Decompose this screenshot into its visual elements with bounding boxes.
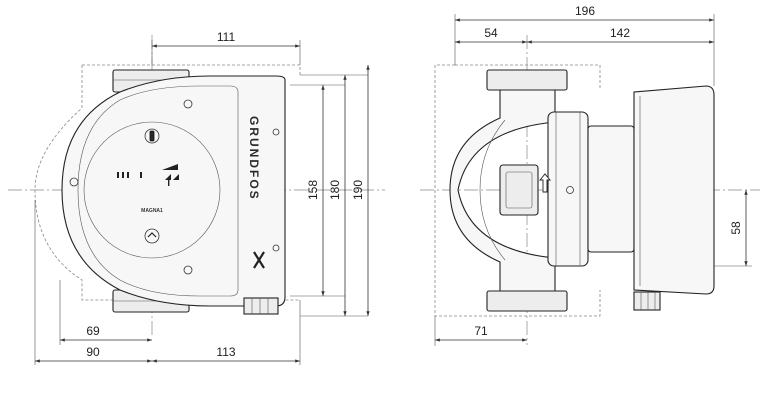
dim-label-54: 54 xyxy=(484,26,498,40)
dim-label-111: 111 xyxy=(217,30,236,44)
side-top-flange xyxy=(486,69,568,91)
front-cable-entry xyxy=(243,297,279,315)
front-screw-bottom xyxy=(183,265,193,275)
front-display-circle xyxy=(83,121,221,259)
side-flow-arrow-icon xyxy=(539,173,551,193)
front-led-indicators xyxy=(117,164,179,186)
front-model-label: MAGNA1 xyxy=(141,208,163,214)
dim-label-190: 190 xyxy=(351,180,365,200)
side-bottom-flange xyxy=(486,290,568,312)
front-screw-right-bottom xyxy=(272,244,280,252)
front-control-panel xyxy=(77,85,239,297)
dim-label-69: 69 xyxy=(86,324,100,338)
side-inlet-socket xyxy=(499,164,539,216)
front-brand-logo-text: GRUNDFOS xyxy=(247,116,261,201)
front-view: MAGNA1 GRUNDFOS 111 158 180 190 xyxy=(8,30,385,365)
side-view: 196 54 142 71 58 xyxy=(420,4,760,346)
side-motor-body xyxy=(587,125,635,253)
front-screw-left xyxy=(69,177,79,187)
front-screw-top xyxy=(183,99,193,109)
front-brand-x-icon xyxy=(253,251,265,269)
side-motor-flange xyxy=(547,111,589,267)
front-top-button xyxy=(144,128,160,144)
side-cable-gland xyxy=(633,291,661,311)
dim-label-196: 196 xyxy=(575,4,595,18)
front-screw-right-top xyxy=(272,128,280,136)
dim-label-90: 90 xyxy=(86,345,100,359)
front-controller-housing xyxy=(61,75,286,307)
side-vent-hole xyxy=(566,186,574,194)
front-bottom-button xyxy=(144,228,160,244)
side-control-box xyxy=(633,85,715,295)
dim-label-113: 113 xyxy=(216,345,235,359)
dim-label-180: 180 xyxy=(328,180,342,200)
dim-label-158: 158 xyxy=(306,180,320,200)
dim-label-71: 71 xyxy=(474,324,488,338)
dim-label-58: 58 xyxy=(729,221,743,235)
dim-label-142: 142 xyxy=(610,26,630,40)
